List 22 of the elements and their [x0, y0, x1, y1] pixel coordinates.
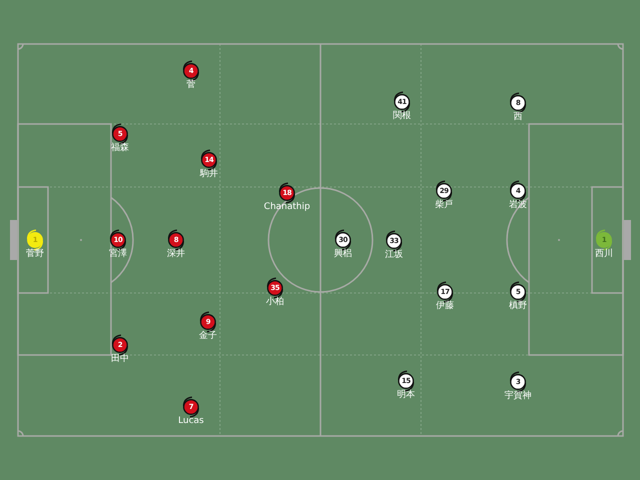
- player-name: 菅: [186, 80, 196, 91]
- player-name: 明本: [397, 390, 415, 401]
- player-name: 田中: [111, 354, 129, 365]
- player-name: 宇賀神: [504, 391, 532, 402]
- player-name: Lucas: [178, 416, 204, 427]
- player-name: 福森: [111, 143, 129, 154]
- player-name: 宮澤: [109, 249, 127, 260]
- player-name: 興梠: [334, 249, 352, 260]
- player-name: 槙野: [509, 301, 527, 312]
- player-name: 菅野: [26, 249, 44, 260]
- player-name: 西: [514, 112, 522, 123]
- player-name: 柴戸: [435, 200, 453, 211]
- player-name: 江坂: [385, 250, 403, 261]
- player-name: 伊藤: [436, 301, 454, 312]
- player-name: 駒井: [200, 169, 218, 180]
- player-name: Chanathip: [264, 202, 310, 213]
- player-name: 西川: [595, 249, 613, 260]
- player-name: 岩波: [509, 200, 527, 211]
- player-name: 関根: [393, 111, 411, 122]
- player-name: 深井: [167, 249, 185, 260]
- player-name: 金子: [199, 331, 217, 342]
- player-name: 小柏: [266, 297, 284, 308]
